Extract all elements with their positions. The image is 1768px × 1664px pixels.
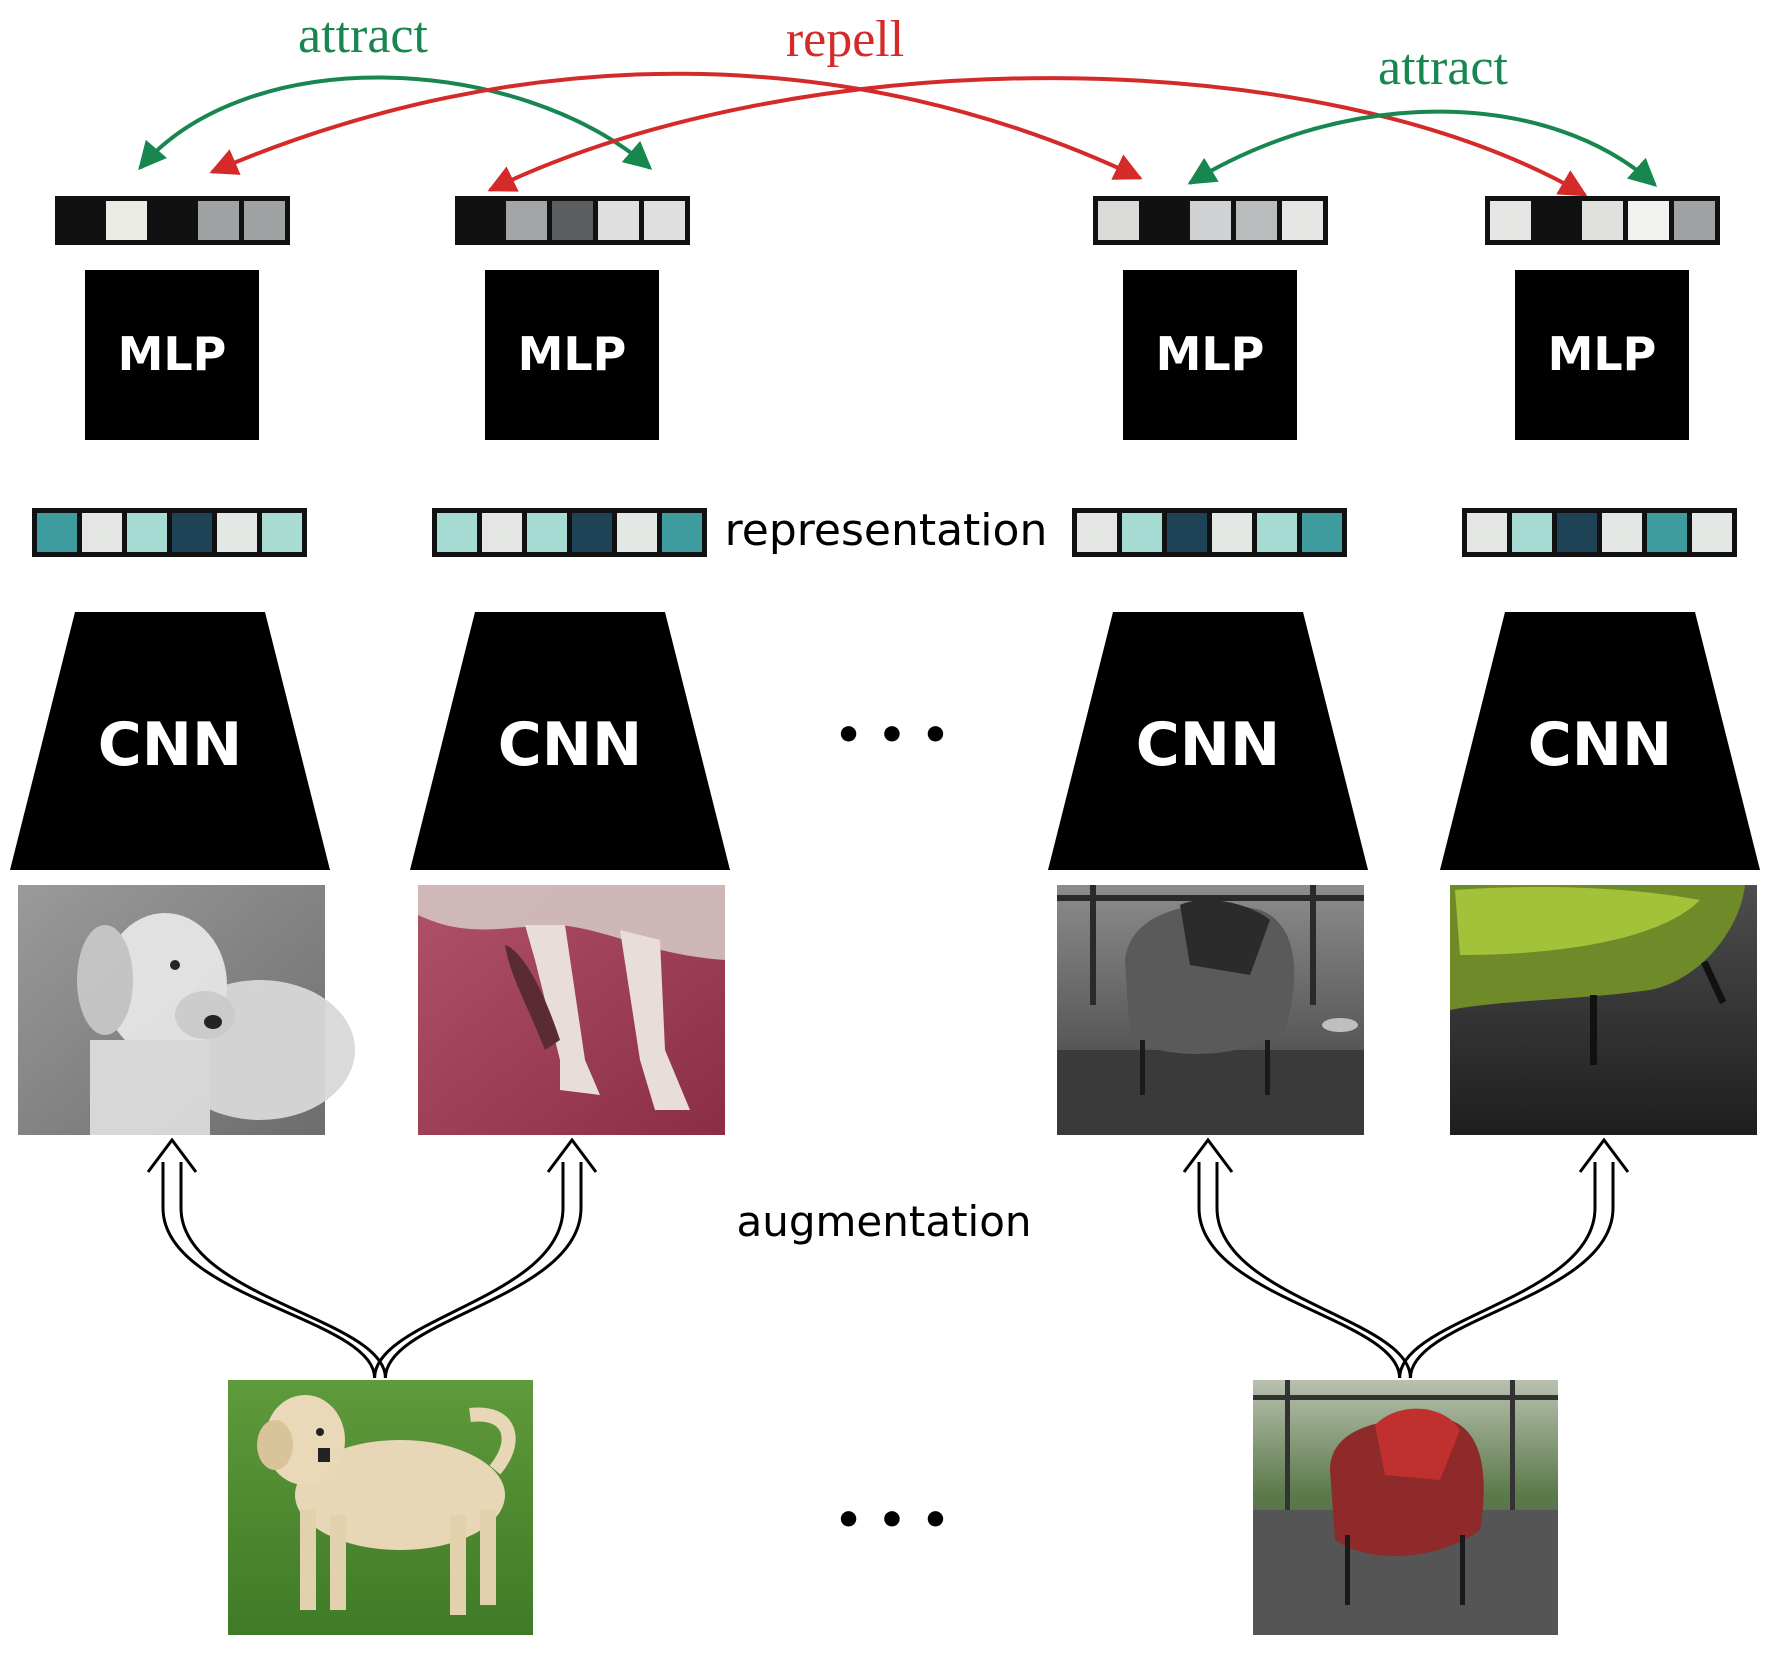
cnn-label: CNN <box>1528 710 1672 780</box>
cnn-encoder-1: CNN <box>10 612 330 870</box>
vector-cell <box>527 513 567 552</box>
representation-vector-4 <box>1462 508 1737 557</box>
augmentation-arrow-chair-left <box>1182 1137 1412 1379</box>
attract-label-right: attract <box>1378 39 1508 96</box>
vector-cell <box>1467 513 1507 552</box>
vector-cell <box>82 513 122 552</box>
source-image-dog <box>228 1380 533 1635</box>
vector-cell <box>1692 513 1732 552</box>
representation-vector-1 <box>32 508 307 557</box>
vector-cell <box>1647 513 1687 552</box>
repell-arrow-2 <box>487 76 1588 197</box>
vector-cell <box>1628 201 1669 240</box>
augmentation-arrow-dog-left <box>146 1137 387 1379</box>
cnn-encoder-2: CNN <box>410 612 730 870</box>
projection-vectors <box>55 196 1720 245</box>
vector-cell <box>572 513 612 552</box>
representation-vector-3 <box>1072 508 1347 557</box>
mlp-label: MLP <box>518 327 627 381</box>
vector-cell <box>1282 201 1323 240</box>
augmented-image-chair-crop-green <box>1450 885 1757 1135</box>
repell-label: repell <box>786 11 904 68</box>
cnn-label: CNN <box>1136 710 1280 780</box>
vector-cell <box>127 513 167 552</box>
vector-cell <box>198 201 239 240</box>
vector-cell <box>617 513 657 552</box>
augmented-image-dog-crop-red <box>418 885 725 1135</box>
vector-cell <box>106 201 147 240</box>
mlp-block-4: MLP <box>1515 270 1689 440</box>
repell-arrow-1 <box>209 71 1143 180</box>
vector-cell <box>1190 201 1231 240</box>
cnn-encoder-4: CNN <box>1440 612 1760 870</box>
vector-cell <box>1236 201 1277 240</box>
representation-vector-2 <box>432 508 707 557</box>
vector-cell <box>1557 513 1597 552</box>
projection-vector-2 <box>455 196 690 245</box>
augmentation-arrow-chair-right <box>1398 1137 1630 1379</box>
mlp-block-2: MLP <box>485 270 659 440</box>
cnn-label: CNN <box>98 710 242 780</box>
vector-cell <box>1674 201 1715 240</box>
vector-cell <box>1302 513 1342 552</box>
vector-cell <box>217 513 257 552</box>
ellipsis-bottom: • • • <box>834 1495 949 1546</box>
augmentation-label: augmentation <box>736 1197 1031 1246</box>
vector-cell <box>552 201 593 240</box>
mlp-label: MLP <box>1548 327 1657 381</box>
augmented-image-chair-grayscale <box>1057 885 1364 1135</box>
vector-cell <box>644 201 685 240</box>
vector-cell <box>1536 201 1577 240</box>
vector-cell <box>1512 513 1552 552</box>
cnn-encoder-3: CNN <box>1048 612 1368 870</box>
vector-cell <box>1144 201 1185 240</box>
attract-label-left: attract <box>298 7 428 64</box>
ellipsis-middle: • • • <box>834 710 949 761</box>
mlp-block-1: MLP <box>85 270 259 440</box>
vector-cell <box>60 201 101 240</box>
vector-cell <box>1077 513 1117 552</box>
vector-cell <box>1582 201 1623 240</box>
attract-arrow-left <box>138 75 653 171</box>
augmentation-arrow-dog-right <box>373 1137 598 1379</box>
augmentation-arrows <box>146 1137 1630 1379</box>
vector-cell <box>1490 201 1531 240</box>
vector-cell <box>1098 201 1139 240</box>
vector-cell <box>1602 513 1642 552</box>
vector-cell <box>172 513 212 552</box>
vector-cell <box>152 201 193 240</box>
mlp-label: MLP <box>1156 327 1265 381</box>
source-image-chair <box>1253 1380 1558 1635</box>
attract-arrow-right <box>1187 109 1658 187</box>
vector-cell <box>1212 513 1252 552</box>
cnn-label: CNN <box>498 710 642 780</box>
representation-label: representation <box>725 505 1048 556</box>
vector-cell <box>262 513 302 552</box>
augmented-image-dog-grayscale <box>18 885 355 1135</box>
vector-cell <box>1167 513 1207 552</box>
vector-cell <box>662 513 702 552</box>
projection-vector-1 <box>55 196 290 245</box>
vector-cell <box>244 201 285 240</box>
vector-cell <box>598 201 639 240</box>
vector-cell <box>482 513 522 552</box>
mlp-label: MLP <box>118 327 227 381</box>
vector-cell <box>506 201 547 240</box>
projection-vector-4 <box>1485 196 1720 245</box>
projection-vector-3 <box>1093 196 1328 245</box>
vector-cell <box>1257 513 1297 552</box>
vector-cell <box>437 513 477 552</box>
vector-cell <box>1122 513 1162 552</box>
representation-vectors <box>32 508 1737 557</box>
vector-cell <box>460 201 501 240</box>
vector-cell <box>37 513 77 552</box>
mlp-block-3: MLP <box>1123 270 1297 440</box>
